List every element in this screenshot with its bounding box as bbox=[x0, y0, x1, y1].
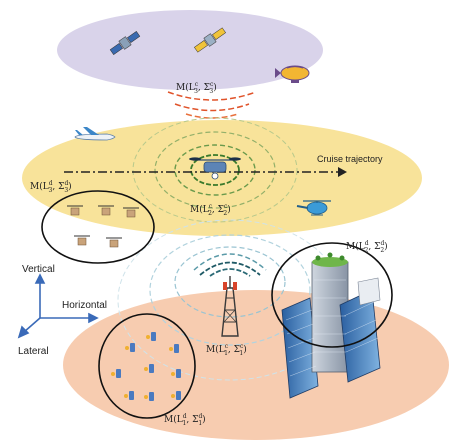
airship-icon bbox=[275, 65, 310, 83]
drone-swarm bbox=[67, 205, 139, 248]
axis-horizontal-label: Horizontal bbox=[62, 300, 107, 311]
drone-icon bbox=[123, 207, 139, 218]
building-cluster-circle bbox=[271, 242, 393, 348]
building-icon bbox=[281, 297, 319, 399]
ground-user-icon bbox=[144, 364, 154, 373]
satellite-icon bbox=[194, 27, 226, 53]
ground-user-icon bbox=[146, 332, 156, 341]
top-signal-rings bbox=[167, 91, 257, 119]
middle-signal-rings bbox=[132, 117, 298, 223]
cruise-trajectory-label: Cruise trajectory bbox=[317, 154, 383, 164]
ground-user-icon bbox=[171, 369, 181, 378]
axis-vertical-label: Vertical bbox=[22, 264, 55, 275]
coordinate-axes bbox=[17, 273, 99, 339]
ground-user-icon bbox=[171, 391, 181, 400]
drone-icon bbox=[98, 205, 114, 216]
cruise-trajectory bbox=[64, 167, 347, 177]
ground-user-icon bbox=[169, 344, 179, 353]
ground-user-icon bbox=[124, 391, 134, 400]
axis-lateral-label: Lateral bbox=[18, 346, 49, 357]
ground-user-icon bbox=[125, 343, 135, 352]
ground-user-icon bbox=[144, 392, 154, 401]
building-cluster bbox=[281, 252, 381, 399]
helicopter-icon bbox=[296, 200, 331, 216]
drone-icon bbox=[106, 237, 122, 248]
satellite-icon bbox=[109, 31, 141, 55]
top-layer-ellipse bbox=[57, 10, 323, 90]
drone-icon bbox=[67, 205, 83, 216]
cell-tower-icon bbox=[221, 276, 239, 337]
ground-user-circle bbox=[98, 313, 196, 419]
building-windows bbox=[285, 279, 379, 377]
ground-user-icon bbox=[111, 369, 121, 378]
drone-icon bbox=[74, 235, 90, 246]
airplane-icon bbox=[74, 127, 116, 141]
drone-swarm-circle bbox=[41, 190, 155, 264]
ground-users bbox=[111, 332, 181, 401]
drone-icon bbox=[189, 157, 241, 180]
